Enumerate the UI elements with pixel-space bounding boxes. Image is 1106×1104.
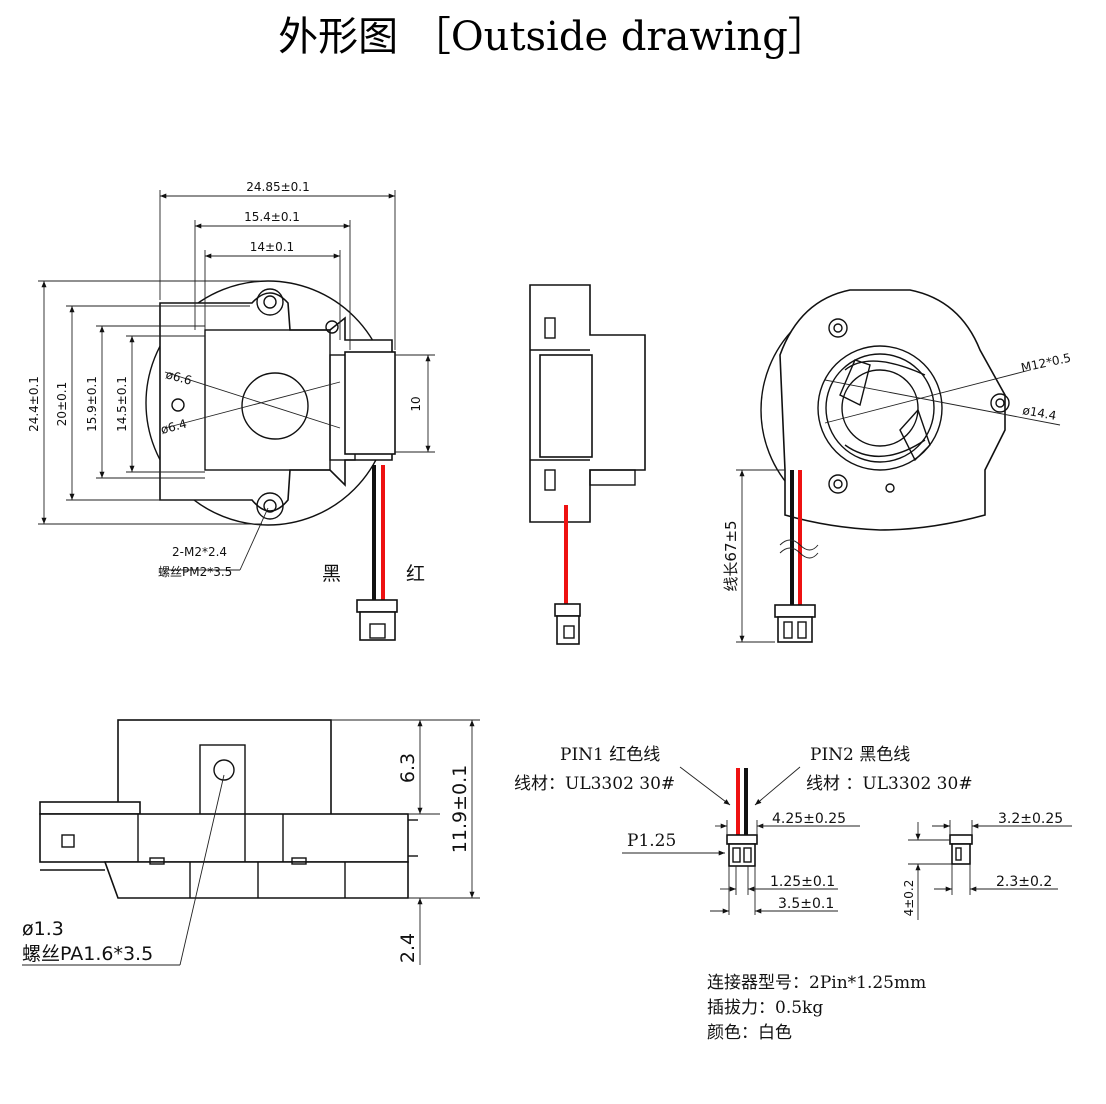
wire-red-label: 红 (406, 563, 425, 585)
dim-425: 4.25±0.25 (772, 811, 846, 827)
connector-detail: PIN1 红色线 线材：UL3302 30# PIN2 黑色线 线材 ：UL33… (514, 745, 1072, 1043)
dim-height-20: 20±0.1 (55, 382, 69, 426)
hole-dia-label: ø1.3 (22, 918, 64, 940)
dim-10: 10 (409, 396, 423, 411)
dia-144-label: ø14.4 (1021, 403, 1057, 423)
spec-color: 颜色：白色 (707, 1023, 792, 1043)
dim-4: 4±0.2 (902, 880, 916, 917)
wire-black-label: 黑 (322, 563, 341, 585)
pin2-label: PIN2 黑色线 (810, 745, 910, 765)
screw-spec-line2: 螺丝PM2*3.5 (158, 565, 232, 579)
dim-119: 11.9±0.1 (449, 765, 471, 853)
back-view: M12*0.5 ø14.4 线长67±5 (722, 289, 1073, 643)
thread-label: M12*0.5 (1020, 351, 1073, 375)
drawing-title: 外形图 ［Outside drawing］ (278, 14, 828, 60)
dim-125: 1.25±0.1 (770, 874, 835, 890)
dim-35: 3.5±0.1 (778, 896, 834, 912)
dim-width-inner: 14±0.1 (250, 240, 294, 254)
dim-height-159: 15.9±0.1 (85, 376, 99, 432)
dim-height-outer: 24.4±0.1 (27, 376, 41, 432)
bottom-view: 6.3 11.9±0.1 2.4 ø1.3 螺丝PA1.6*3.5 (22, 719, 480, 966)
side-view (529, 284, 646, 645)
screw-spec-line1: 2-M2*2.4 (172, 545, 227, 559)
pitch-label: P1.25 (627, 831, 676, 851)
spec-model: 连接器型号：2Pin*1.25mm (707, 973, 926, 993)
dim-23: 2.3±0.2 (996, 874, 1052, 890)
dim-width-mid: 15.4±0.1 (244, 210, 300, 224)
dim-32: 3.2±0.25 (998, 811, 1063, 827)
front-view: 24.85±0.1 15.4±0.1 14±0.1 24.4±0.1 20±0.… (27, 180, 435, 641)
pin1-material: 线材：UL3302 30# (514, 774, 675, 794)
dia-66-label: ø6.6 (164, 367, 193, 387)
dim-width-outer: 24.85±0.1 (246, 180, 310, 194)
dim-height-145: 14.5±0.1 (115, 376, 129, 432)
wire-length-label: 线长67±5 (722, 520, 740, 591)
pin2-material: 线材 ：UL3302 30# (806, 774, 973, 794)
pin1-label: PIN1 红色线 (560, 745, 660, 765)
spec-force: 插拔力：0.5kg (707, 998, 823, 1018)
dia-64-label: ø6.4 (159, 417, 188, 437)
dim-24: 2.4 (397, 933, 419, 963)
dim-63: 6.3 (397, 753, 419, 783)
bottom-screw-label: 螺丝PA1.6*3.5 (22, 943, 153, 965)
